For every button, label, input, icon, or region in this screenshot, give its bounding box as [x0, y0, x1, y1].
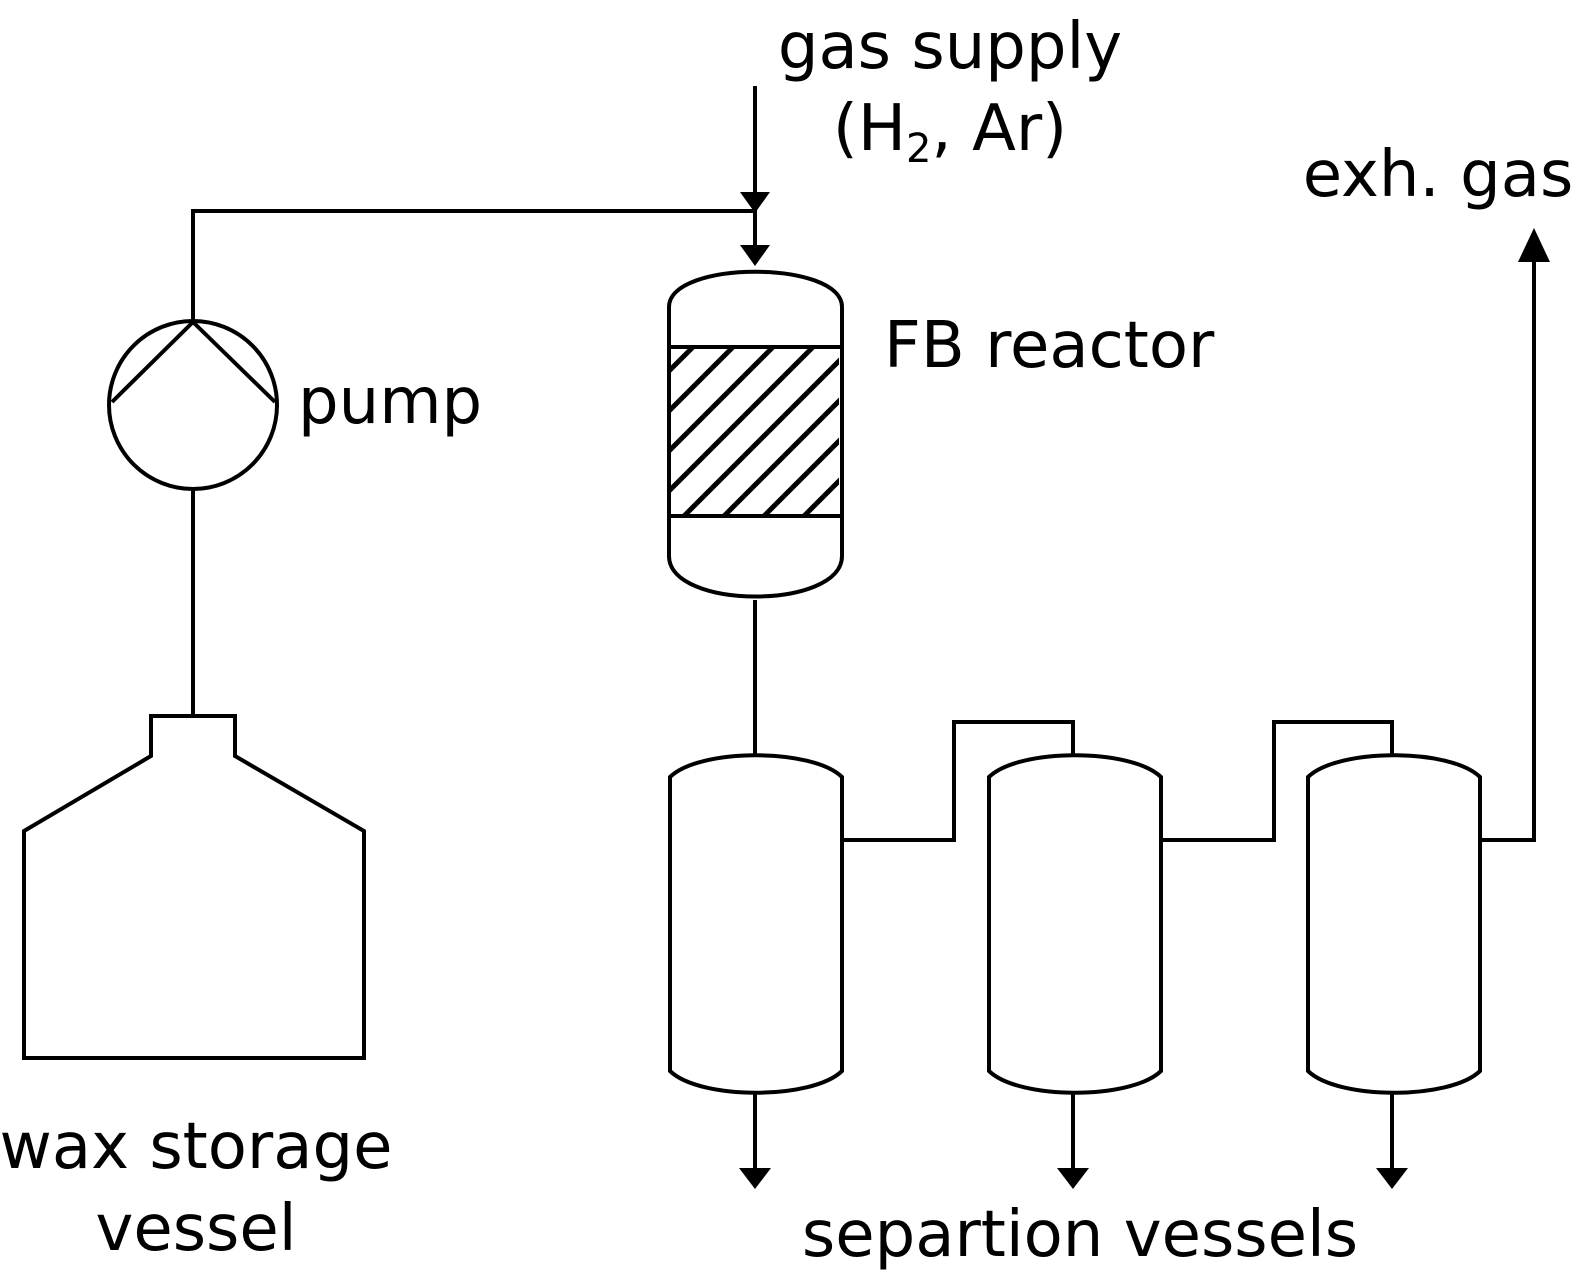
label-wax-storage: wax storage	[0, 1110, 392, 1184]
pipe-separator-1-to-2	[842, 720, 1075, 842]
label-wax-storage-vessel: vessel	[95, 1192, 296, 1266]
catalyst-bed-hatching	[671, 347, 839, 516]
separation-vessel-3	[1306, 753, 1482, 1095]
pipe-pump-to-reactor	[191, 209, 757, 322]
arrow-exhaust	[1518, 228, 1550, 262]
wax-storage-vessel	[22, 714, 366, 1060]
label-pump: pump	[298, 365, 482, 439]
arrow-drain-1	[739, 1168, 771, 1189]
label-gas-supply: gas supply	[778, 10, 1122, 84]
label-gas-composition: (H2, Ar)	[833, 92, 1067, 172]
arrow-drain-2	[1057, 1168, 1089, 1189]
separation-vessel-2	[987, 753, 1163, 1095]
label-fb-reactor: FB reactor	[884, 309, 1215, 383]
separation-vessel-1	[668, 753, 844, 1095]
pump-symbol	[107, 319, 279, 491]
arrow-gas-supply	[740, 192, 770, 213]
pipe-separator-2-to-3	[1161, 720, 1394, 842]
arrow-drain-3	[1376, 1168, 1408, 1189]
label-exhaust-gas: exh. gas	[1303, 138, 1574, 212]
pipe-exhaust	[1480, 260, 1536, 842]
arrow-reactor-inlet	[740, 245, 770, 266]
fb-reactor	[667, 269, 844, 599]
label-separation-vessels: separtion vessels	[802, 1198, 1358, 1272]
